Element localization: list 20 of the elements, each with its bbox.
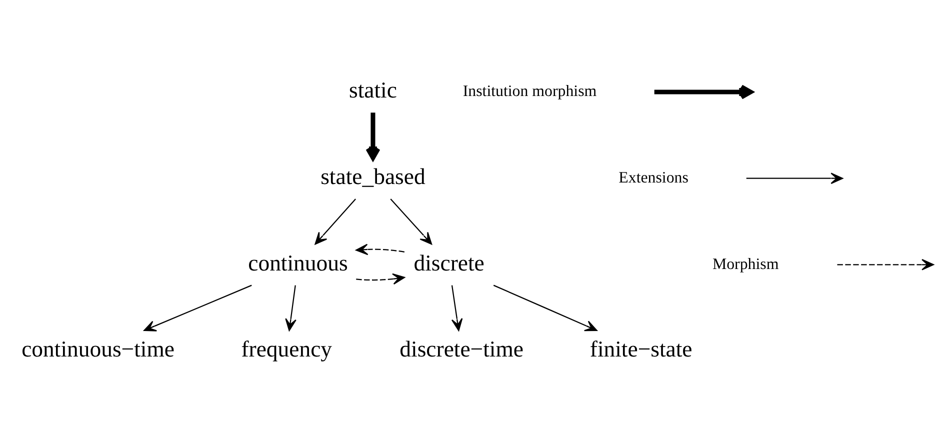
arrow [390, 198, 432, 244]
legend-label: Extensions [618, 169, 688, 186]
node-text: continuous [248, 250, 348, 275]
node-text: frequency [241, 336, 332, 362]
node-text: discrete−time [400, 336, 524, 362]
node-text: discrete [414, 250, 484, 275]
arrow [493, 284, 598, 331]
arrow [144, 284, 252, 331]
arrow [356, 243, 405, 255]
arrow [285, 284, 296, 331]
arrow [356, 272, 405, 284]
legend-label: Morphism [712, 255, 779, 272]
arrow [314, 198, 356, 244]
arrow [366, 112, 380, 160]
node-text: state_based [320, 164, 426, 189]
node-text: finite−state [590, 336, 692, 362]
legend-label: Institution morphism [462, 82, 597, 100]
node-text: static [348, 77, 397, 102]
node-text: continuous−time [22, 336, 175, 362]
arrow [451, 284, 463, 331]
